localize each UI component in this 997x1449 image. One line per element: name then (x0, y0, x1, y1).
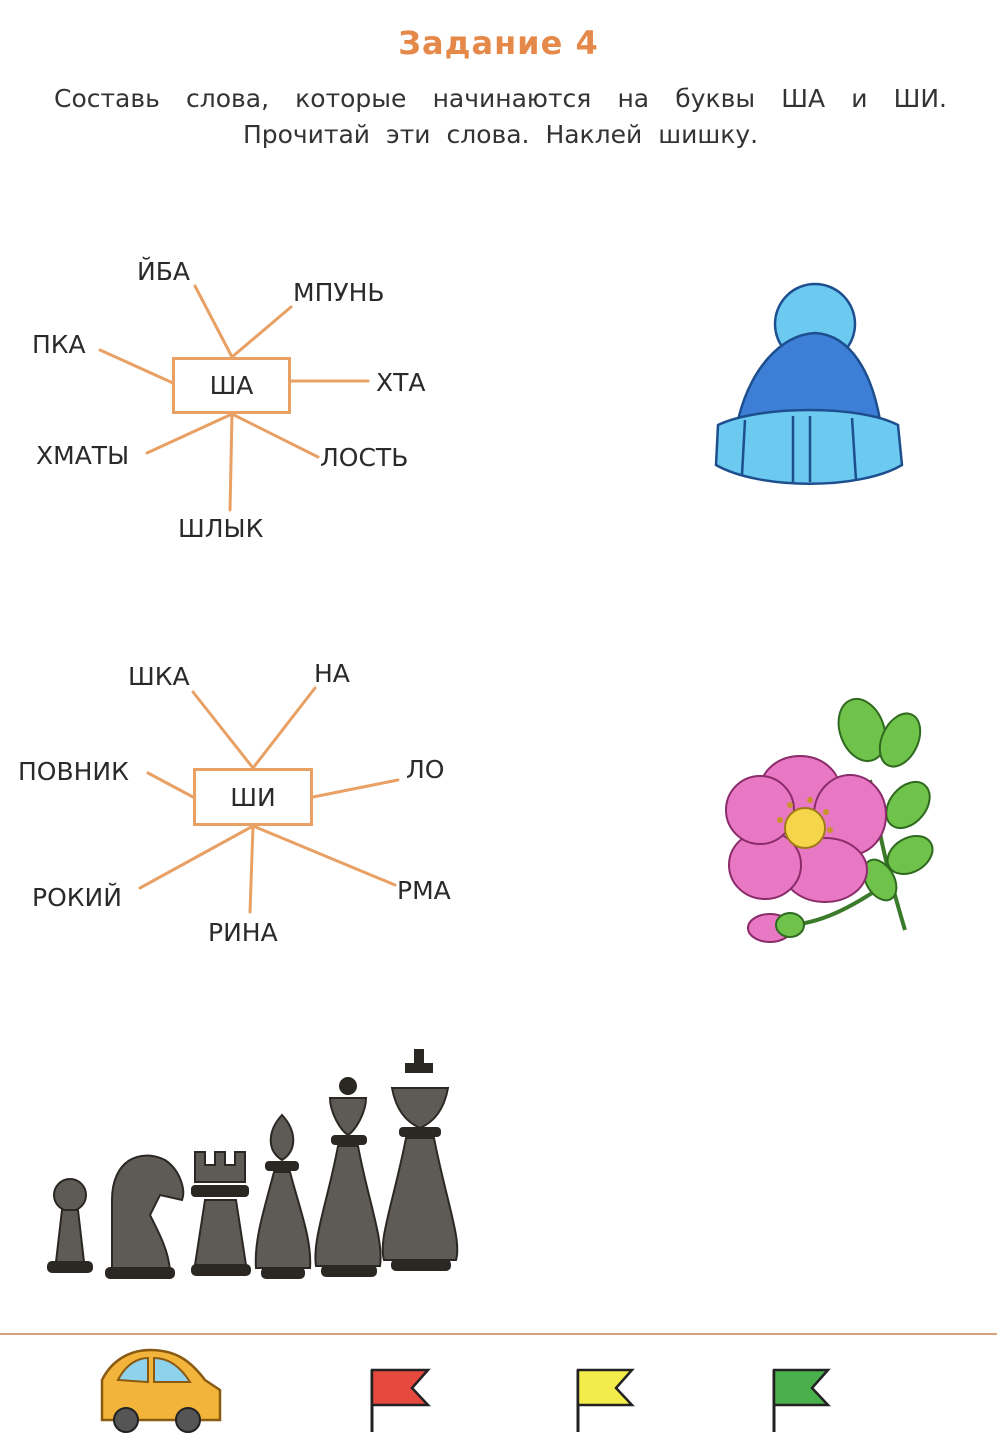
king-icon (381, 1049, 459, 1271)
progress-divider (0, 1333, 997, 1335)
spoke-shi-2 (251, 686, 317, 770)
spoke-shi-6 (251, 824, 397, 887)
word-sha-mpun: МПУНЬ (293, 278, 385, 307)
instruction-line-1: Составь слова, которые начинаются на бук… (54, 84, 947, 113)
word-shi-shka: ШКА (128, 662, 190, 691)
word-shi-lo: ЛО (406, 755, 445, 784)
word-shi-rma: РМА (397, 876, 451, 905)
queen-icon (314, 1077, 382, 1277)
spoke-sha-2 (230, 305, 293, 359)
word-shi-na: НА (314, 659, 350, 688)
spoke-shi-5 (138, 824, 255, 890)
green-flag-icon (772, 1368, 831, 1432)
word-sha-iba: ЙБА (137, 257, 190, 286)
spoke-sha-3 (98, 348, 175, 385)
spoke-sha-6 (230, 412, 320, 459)
rook-icon (191, 1151, 251, 1276)
task-title: Задание 4 (398, 24, 599, 62)
word-sha-lost: ЛОСТЬ (320, 443, 409, 472)
knight-icon (105, 1154, 185, 1279)
instruction-line-2: Прочитай эти слова. Наклей шишку. (242, 120, 759, 149)
spoke-shi-7 (248, 824, 255, 914)
spoke-shi-3 (146, 771, 195, 799)
spoke-sha-5 (145, 412, 234, 455)
word-sha-hmaty: ХМАТЫ (36, 441, 130, 470)
bishop-icon (254, 1113, 312, 1279)
word-shi-rina: РИНА (208, 918, 278, 947)
spoke-sha-7 (228, 412, 234, 512)
spoke-sha-1 (193, 284, 234, 359)
word-sha-pka: ПКА (32, 330, 86, 359)
spoke-shi-4 (311, 778, 400, 799)
word-shi-povnik: ПОВНИК (18, 757, 129, 786)
spoke-shi-1 (191, 690, 255, 770)
pawn-icon (47, 1178, 93, 1273)
word-shi-rokiy: РОКИЙ (32, 883, 122, 912)
car-icon (100, 1348, 222, 1433)
yellow-flag-icon (576, 1368, 635, 1432)
word-sha-shlyk: ШЛЫК (178, 514, 264, 543)
hub-sha: ША (172, 357, 291, 414)
word-sha-hta: ХТА (376, 368, 426, 397)
red-flag-icon (370, 1368, 431, 1432)
hub-shi: ШИ (193, 768, 313, 826)
